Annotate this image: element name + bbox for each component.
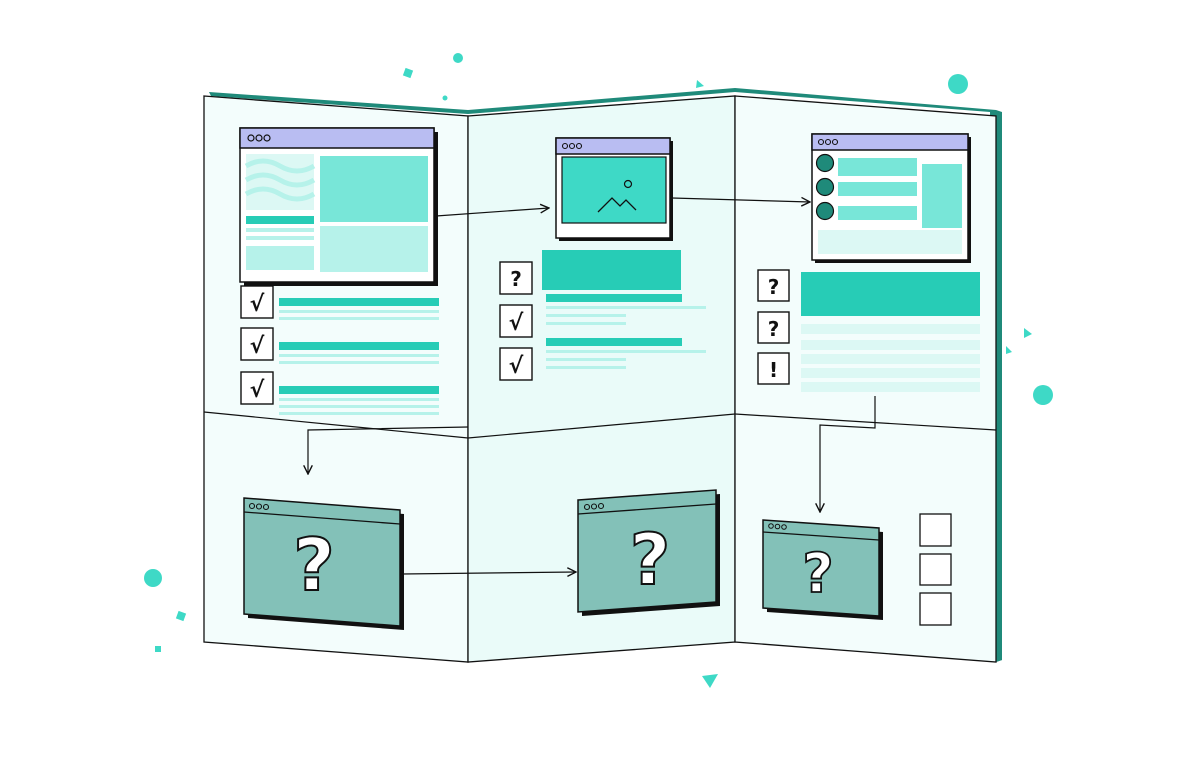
image-placeholder-icon bbox=[597, 179, 637, 213]
empty-checkbox bbox=[919, 513, 952, 547]
confetti-decoration bbox=[144, 53, 1053, 688]
check-item: ? bbox=[757, 311, 980, 350]
checklist-top-middle: ? √ √ bbox=[499, 250, 706, 381]
empty-checkbox bbox=[919, 592, 952, 626]
flow-arrow-icon bbox=[308, 426, 469, 474]
check-item: ? bbox=[499, 250, 681, 295]
empty-checkbox-list bbox=[919, 513, 952, 626]
checklist-top-right: ? ? ! bbox=[757, 269, 980, 392]
check-item: ! bbox=[757, 352, 980, 392]
checkmark-icon: √ bbox=[509, 311, 524, 336]
question-mark-icon: ? bbox=[510, 267, 522, 291]
map-back-cover bbox=[209, 88, 1002, 662]
check-item: ? bbox=[757, 269, 980, 316]
question-mark-icon: ? bbox=[768, 317, 780, 341]
check-item: √ bbox=[499, 294, 706, 338]
question-mark-icon: ? bbox=[630, 519, 671, 601]
check-item: √ bbox=[240, 285, 439, 320]
check-item: √ bbox=[240, 327, 439, 364]
checklist-top-left: √ √ √ bbox=[240, 285, 439, 415]
checkmark-icon: √ bbox=[250, 378, 265, 403]
question-mark-icon: ? bbox=[293, 523, 335, 607]
checkmark-icon: √ bbox=[250, 292, 265, 317]
checkmark-icon: √ bbox=[509, 354, 524, 379]
browser-window-image bbox=[555, 137, 673, 241]
flow-arrow-icon bbox=[820, 396, 876, 512]
mystery-window-right: ? bbox=[762, 519, 883, 620]
browser-window-list bbox=[811, 133, 971, 263]
checkmark-icon: √ bbox=[250, 334, 265, 359]
mystery-window-middle: ? bbox=[577, 489, 720, 616]
check-item: √ bbox=[499, 338, 706, 381]
check-item: √ bbox=[240, 371, 439, 415]
flow-arrow-icon bbox=[401, 572, 576, 574]
exclamation-mark-icon: ! bbox=[769, 358, 778, 382]
flow-arrow-icon bbox=[671, 198, 810, 202]
browser-window-dashboard bbox=[239, 127, 438, 286]
question-mark-icon: ? bbox=[768, 275, 780, 299]
question-mark-icon: ? bbox=[802, 542, 833, 605]
flow-arrow-icon bbox=[435, 208, 549, 217]
mystery-window-left: ? bbox=[243, 497, 404, 630]
empty-checkbox bbox=[919, 553, 952, 586]
